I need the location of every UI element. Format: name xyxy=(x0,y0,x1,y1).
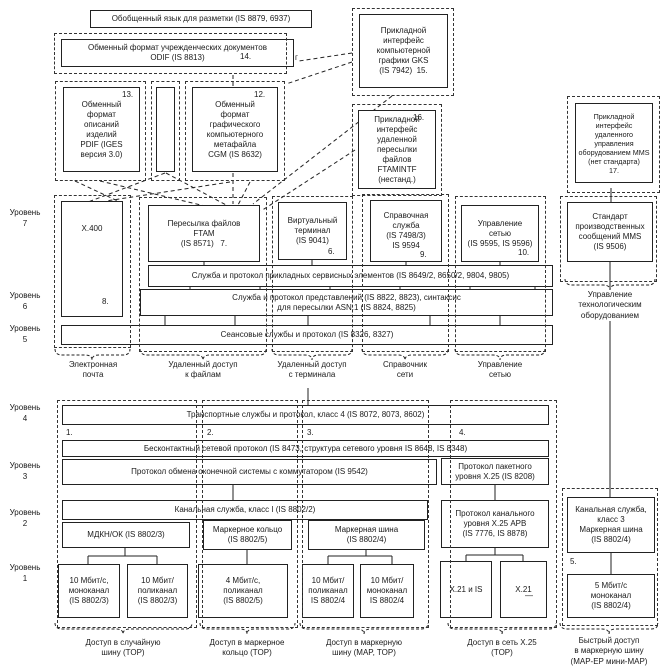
box-x25-packet-protocol: Протокол пакетного уровня X.25 (IS 8208) xyxy=(441,458,549,485)
box-ftam-file-transfer: Пересылка файлов FTAM (IS 8571) 7. xyxy=(148,205,260,262)
label-access-x25: Доступ в сеть X.25 (TOP) xyxy=(467,638,537,658)
label-level-1: Уровень 1 xyxy=(9,563,41,583)
num-9: 9. xyxy=(420,250,427,259)
num-col-1: 1. xyxy=(66,428,73,437)
box-x21-and-is: X.21 и IS xyxy=(440,561,492,618)
label-email-access: Электронная почта xyxy=(68,360,118,380)
bar-link-service-class1: Канальная служба, класс I (IS 8802/2) xyxy=(62,500,428,520)
box-mms-remote-control-interface: Прикладной интерфейс удаленного управлен… xyxy=(575,103,653,183)
box-x25-link-protocol: Протокол канального уровня X.25 АРВ (IS … xyxy=(441,500,549,548)
box-token-ring: Маркерное кольцо (IS 8802/5) xyxy=(203,520,292,550)
num-col-4: 4. xyxy=(459,428,466,437)
box-directory-service: Справочная служба (IS 7498/3) IS 9594 xyxy=(370,200,442,262)
bar-presentation-service: Служба и протокол представлений (IS 8822… xyxy=(140,289,553,316)
bar-session-service: Сеансовые службы и протокол (IS 8326, 83… xyxy=(61,325,553,345)
label-access-token-bus: Доступ в маркерную шину (MAP, TOP) xyxy=(325,638,403,658)
box-odif-format: Обменный формат учрежденческих документо… xyxy=(61,39,294,67)
label-level-5: Уровень 5 xyxy=(9,324,41,344)
box-ftamintf-interface: Прикладной интерфейс удаленной пересылки… xyxy=(358,110,436,189)
box-empty-spacer xyxy=(156,87,175,172)
label-directory: Справочник сети xyxy=(383,360,427,380)
box-pdif-product-format: Обменный формат описаний изделий PDIF (I… xyxy=(63,87,140,172)
label-level-4: Уровень 4 xyxy=(9,403,41,423)
box-x21: X.21 xyxy=(500,561,547,618)
bar-es-is-protocol: Протокол обмена оконечной системы с комм… xyxy=(62,459,437,485)
box-link-service-class3: Канальная служба, класс 3 Маркерная шина… xyxy=(567,497,655,553)
box-cgm-metafile-format: Обменный формат графического компьютерно… xyxy=(192,87,278,172)
box-10mbit-baseband-8802-3: 10 Мбит/ поликанал (IS 8802/3) xyxy=(127,564,188,618)
box-network-management: Управление сетью (IS 9595, IS 9596) xyxy=(461,205,539,262)
label-terminal-access: Удаленный доступ с терминала xyxy=(277,360,347,380)
num-10: 10. xyxy=(518,248,530,257)
num-6: 6. xyxy=(328,247,335,256)
bar-application-service-elements: Служба и протокол прикладных сервисных э… xyxy=(148,265,553,287)
dash-x21: — xyxy=(525,591,533,600)
label-file-access: Удаленный доступ к файлам xyxy=(168,360,238,380)
num-col-3: 3. xyxy=(307,428,314,437)
label-access-random-bus: Доступ в случайную шину (TOP) xyxy=(85,638,161,658)
box-x400-mail: X.400 xyxy=(61,201,123,317)
box-4mbit-8802-5: 4 Мбит/с, поликанал (IS 8802/5) xyxy=(198,564,288,618)
label-access-token-ring: Доступ в маркерное кольцо (TOP) xyxy=(209,638,285,658)
num-16: 16. xyxy=(413,113,425,122)
box-10mbit-broadband-8802-3: 10 Мбит/с, моноканал (IS 8802/3) xyxy=(58,564,120,618)
box-10mbit-8802-4-poly: 10 Мбит/ поликанал IS 8802/4 xyxy=(302,564,354,618)
num-col-2: 2. xyxy=(207,428,214,437)
box-mms-messaging-standard: Стандарт производственных сообщений MMS … xyxy=(567,202,653,262)
box-5mbit-8802-4: 5 Мбит/с моноканал (IS 8802/4) xyxy=(567,574,655,618)
label-level-2: Уровень 2 xyxy=(9,508,41,528)
label-level-6: Уровень 6 xyxy=(9,291,41,311)
bar-connectionless-network-protocol: Бесконтактный сетевой протокол (IS 8473,… xyxy=(62,440,549,457)
box-10mbit-8802-4-mono: 10 Мбит/ моноканал IS 8802/4 xyxy=(360,564,414,618)
label-level-3: Уровень 3 xyxy=(9,461,41,481)
label-gamma-note: г xyxy=(295,53,298,62)
num-13: 13. xyxy=(122,90,134,99)
label-net-management: Управление сетью xyxy=(477,360,523,380)
label-level-7: Уровень 7 xyxy=(9,208,41,228)
box-gks-graphics-interface: Прикладной интерфейс компьютерной график… xyxy=(359,14,448,88)
label-access-fast-token-bus: Быстрый доступ в маркерную шину (MAP-EP … xyxy=(570,636,648,666)
box-virtual-terminal: Виртуальный терминал (IS 9041) xyxy=(278,202,347,260)
box-token-bus: Маркерная шина (IS 8802/4) xyxy=(308,520,425,550)
box-csma-cd: МДКН/ОК (IS 8802/3) xyxy=(62,522,190,548)
bar-transport-service: Транспортные службы и протокол, класс 4 … xyxy=(62,405,549,425)
num-14: 14. xyxy=(240,52,252,61)
box-sgml-markup-language: Обобщенный язык для разметки (IS 8879, 6… xyxy=(90,10,312,28)
num-12: 12. xyxy=(254,90,266,99)
num-8: 8. xyxy=(102,297,109,306)
label-mfg-equipment-control: Управление технологическим оборудованием xyxy=(570,290,650,322)
num-5: 5. xyxy=(570,557,577,566)
